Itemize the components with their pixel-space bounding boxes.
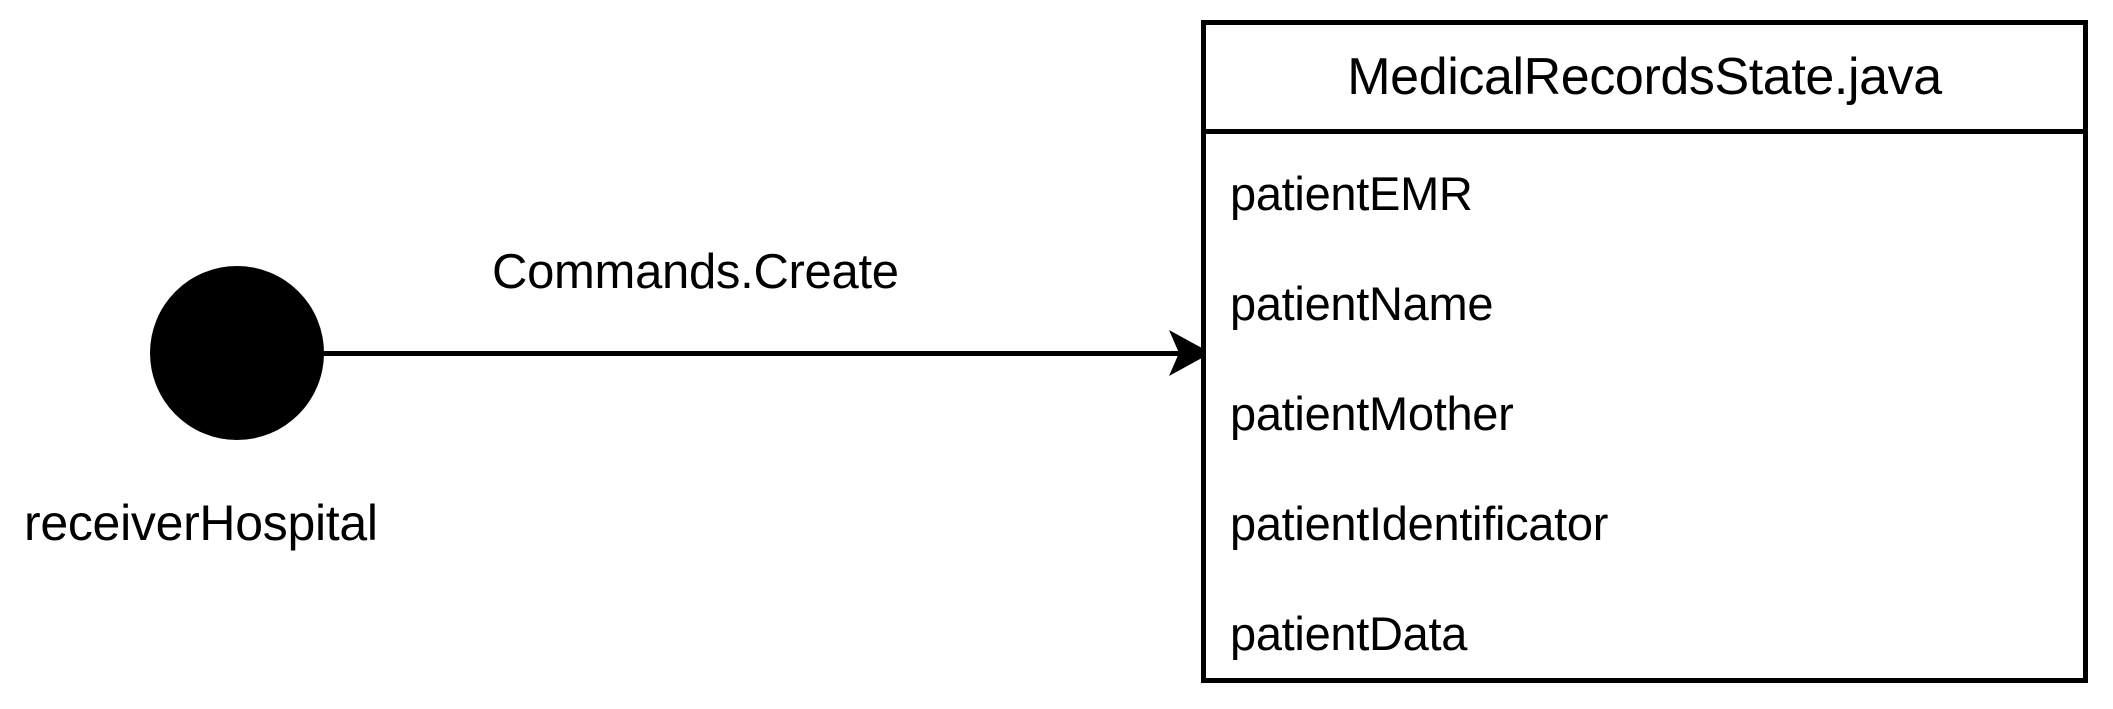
class-field-item: patientIdentificator — [1230, 497, 1609, 550]
class-field-item: patientName — [1230, 277, 1494, 330]
edge-line — [238, 351, 1186, 356]
actor-label: receiverHospital — [24, 495, 378, 551]
class-box[interactable]: MedicalRecordsState.java patientEMR pati… — [1201, 20, 2088, 683]
class-title: MedicalRecordsState.java — [1347, 48, 1942, 106]
edge-label: Commands.Create — [492, 245, 899, 299]
class-field-item: patientMother — [1230, 387, 1514, 440]
class-field-item: patientData — [1230, 607, 1468, 660]
class-box-header: MedicalRecordsState.java — [1206, 25, 2083, 134]
arrow-head-icon — [1165, 328, 1211, 378]
class-field-item: patientEMR — [1230, 167, 1473, 220]
